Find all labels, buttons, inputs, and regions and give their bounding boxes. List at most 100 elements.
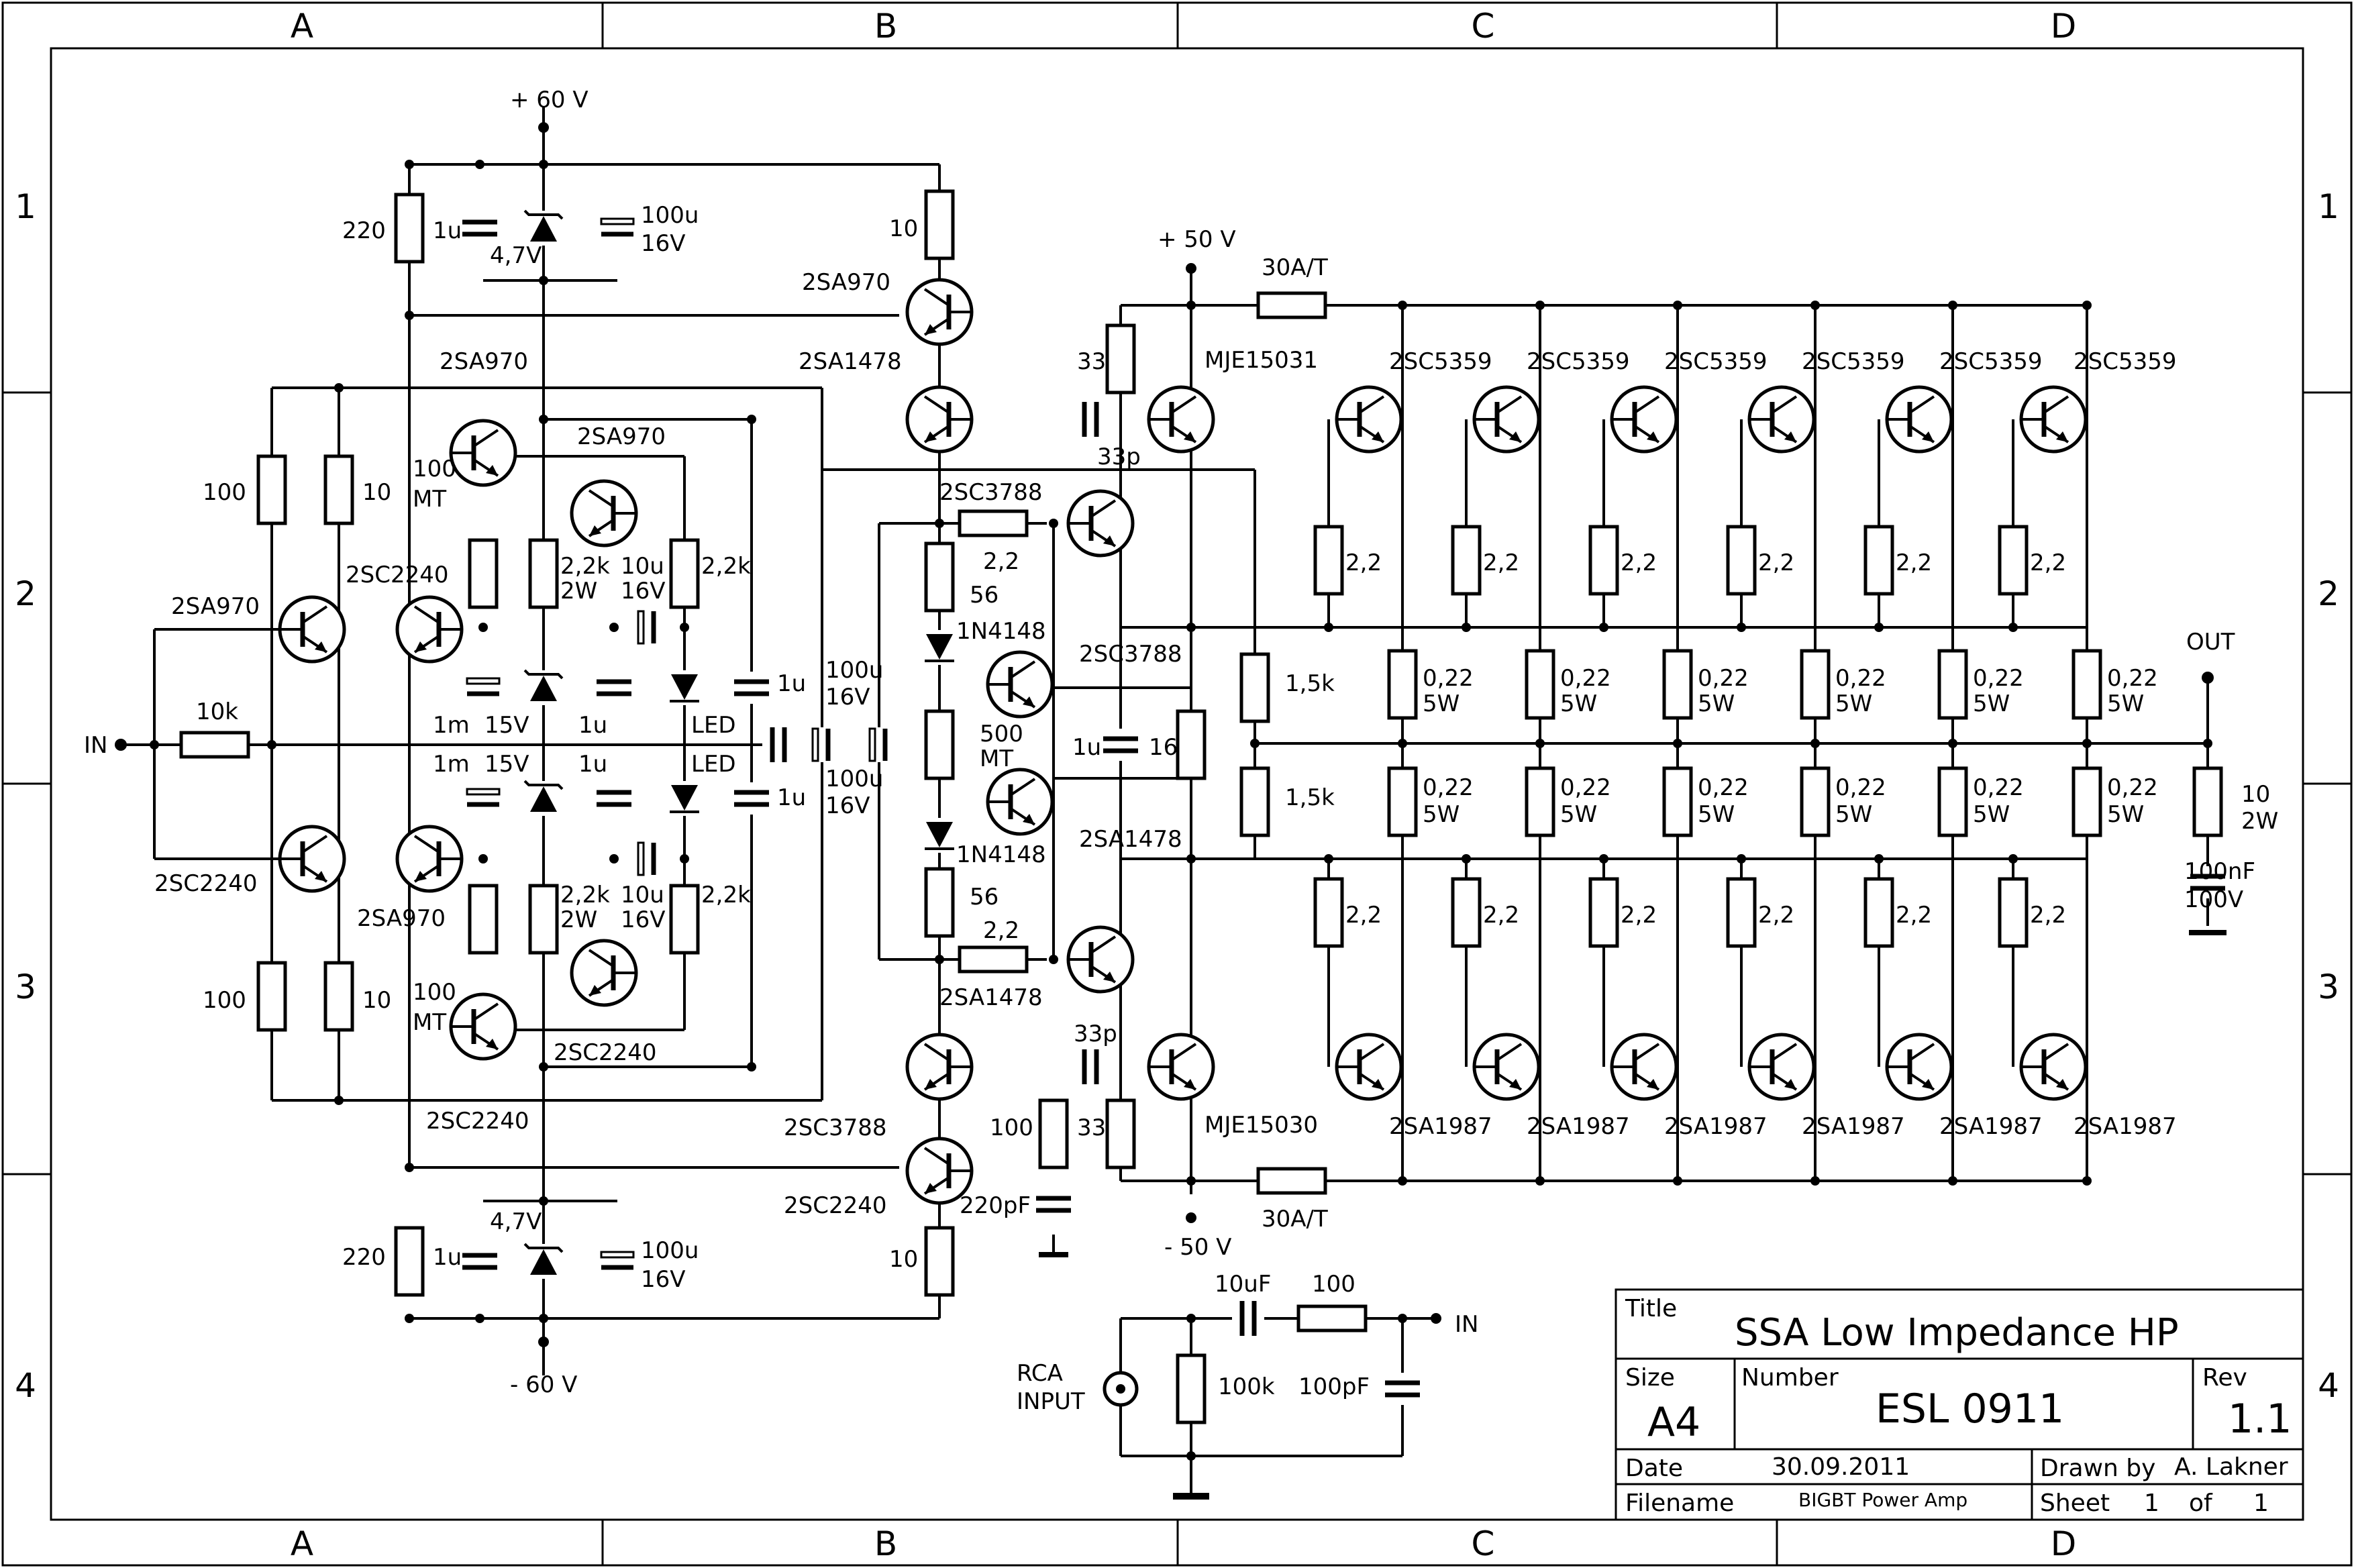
junction-dot	[1948, 1176, 1957, 1186]
components	[115, 122, 2227, 1500]
junction-dot	[1535, 301, 1545, 310]
label-emitter-r-bottom-a-5: 0,22	[1973, 774, 2024, 801]
junction-dot	[2203, 739, 2212, 748]
label-emitter-r-bottom-a-3: 0,22	[1698, 774, 1749, 801]
tb-of-label: of	[2189, 1489, 2213, 1517]
label-base-r-top-4: 2,2	[1758, 550, 1794, 576]
r15k-top-label: 1,5k	[1285, 670, 1335, 697]
pot500-b: MT	[980, 745, 1013, 772]
junction-dot	[2082, 739, 2092, 748]
tb-title-label: Title	[1625, 1295, 1677, 1322]
q-mje15031-label: MJE15031	[1205, 347, 1318, 374]
tb-sheet: 1	[2144, 1489, 2159, 1517]
transistor-2sa970-mirror-top	[570, 479, 638, 547]
junction-dot	[935, 955, 944, 964]
label-emitter-r-top-b-5: 5W	[1973, 690, 2010, 717]
transistor-2sc2240-cascode-bottom	[449, 992, 517, 1061]
resistor-56-top	[924, 541, 955, 613]
r220-top-label: 220	[342, 217, 386, 244]
led-bottom	[668, 781, 701, 816]
cap-33p-top	[1074, 402, 1107, 437]
junction-dot	[1737, 623, 1746, 632]
resistor-10-bottom	[924, 1226, 955, 1297]
tb-drawn-by: A. Lakner	[2174, 1453, 2288, 1481]
label-base-r-bottom-2: 2,2	[1483, 902, 1519, 929]
component-labels: 10k 220 1u 4,7V 100u 16V 10 2SA970 2SA14…	[154, 202, 2278, 1415]
transistor-2sa1478-vbe	[986, 768, 1054, 836]
cap-100pf-rca	[1385, 1373, 1420, 1405]
rca-label-b: INPUT	[1017, 1388, 1085, 1415]
label-emitter-r-top-a-1: 0,22	[1423, 665, 1474, 692]
transistor-2sa1478-driver	[1066, 925, 1135, 994]
zone-col-a-bottom: A	[291, 1524, 313, 1563]
junction-dot	[1186, 1314, 1196, 1323]
ecap-100u-in-bottom	[863, 727, 895, 762]
q-2sc2240-d-label: 2SC2240	[426, 1108, 529, 1135]
pot100-bot-b: MT	[413, 1009, 446, 1036]
label-2sa1987-3: 2SA1987	[1664, 1113, 1768, 1140]
label-base-r-bottom-4: 2,2	[1758, 902, 1794, 929]
label-base-r-bottom-3: 2,2	[1621, 902, 1657, 929]
junction-dot	[1535, 1176, 1545, 1186]
input-terminal	[115, 739, 127, 751]
led-top	[668, 670, 701, 705]
resistor-base-2r2-top-3	[1588, 525, 1619, 596]
c100u-top-b: 16V	[641, 230, 686, 257]
pot-100-bottom	[468, 884, 499, 955]
c1m-top-label: 1m	[433, 712, 470, 739]
q-2sa970-top-label: 2SA970	[802, 269, 890, 296]
resistor-emitter-022-bottom-1	[1387, 766, 1418, 837]
label-emitter-r-bottom-a-2: 0,22	[1560, 774, 1611, 801]
rca-in-label: IN	[1455, 1311, 1478, 1338]
tb-title: SSA Low Impedance HP	[1735, 1311, 2179, 1355]
junction-dot	[334, 1096, 344, 1105]
pot-100-top	[468, 538, 499, 609]
junction-dot	[1810, 1176, 1820, 1186]
transistor-2sc2240-left-bottom	[278, 825, 346, 893]
resistor-emitter-022-top-3	[1662, 649, 1693, 720]
resistor-1k5-bottom	[1239, 766, 1270, 837]
tb-rev-label: Rev	[2202, 1364, 2247, 1392]
resistor-base-2r2-bottom-3	[1588, 877, 1619, 948]
label-emitter-r-top-a-5: 0,22	[1973, 665, 2024, 692]
junction-dot	[539, 160, 548, 169]
resistor-emitter-022-bottom-4	[1800, 766, 1831, 837]
c1u-16-label: 1u	[1072, 734, 1101, 761]
zone-labels: A B C D A B C D 1 2 3 4 1 2 3 4	[15, 7, 2339, 1563]
c100u-top-a: 100u	[641, 202, 699, 229]
q-2sa970-d-label: 2SA970	[357, 905, 446, 932]
zone-col-d-top: D	[2051, 7, 2077, 46]
junction-dot	[935, 519, 944, 528]
fuse-top-label: 30A/T	[1262, 254, 1328, 281]
transistor-2sc5359-3	[1610, 385, 1678, 454]
zener-15v-bottom	[523, 780, 564, 816]
resistor-emitter-022-bottom-2	[1525, 766, 1555, 837]
cap-100nf-output	[2190, 866, 2225, 898]
label-emitter-r-top-b-6: 5W	[2107, 690, 2144, 717]
cap-1u-bottom	[462, 1245, 497, 1277]
junction-dot	[1673, 739, 1682, 748]
rail-pos60-terminal	[538, 122, 549, 133]
resistor-base-2r2-top-6	[1998, 525, 2029, 596]
junction-dot	[1186, 1451, 1196, 1461]
junction-dot	[609, 854, 619, 864]
transistor-2sa1987-5	[1885, 1033, 1953, 1101]
q-2sc3788-vbe-label: 2SC3788	[1079, 641, 1182, 668]
junction-dot	[267, 740, 276, 749]
resistor-emitter-022-top-1	[1387, 649, 1418, 720]
r22k2w-top-b: 2W	[560, 578, 597, 605]
rail-labels: + 60 V - 60 V + 50 V - 50 V	[510, 87, 1236, 1398]
resistor-56-bottom	[924, 867, 955, 938]
q-2sc2240-c-label: 2SC2240	[554, 1039, 656, 1066]
r56-top-label: 56	[970, 582, 999, 609]
c10uf-label: 10uF	[1215, 1271, 1271, 1298]
q-2sc3788-top-label: 2SC3788	[939, 479, 1042, 506]
label-2sa1987-4: 2SA1987	[1802, 1113, 1905, 1140]
junction-dot	[1948, 301, 1957, 310]
junction-dot	[1948, 739, 1957, 748]
junction-dot	[2008, 854, 2018, 864]
c100u-in-bot-a: 100u	[825, 766, 883, 792]
label-emitter-r-top-a-2: 0,22	[1560, 665, 1611, 692]
transistor-2sa1987-3	[1610, 1033, 1678, 1101]
c100u-in-top-a: 100u	[825, 657, 883, 684]
